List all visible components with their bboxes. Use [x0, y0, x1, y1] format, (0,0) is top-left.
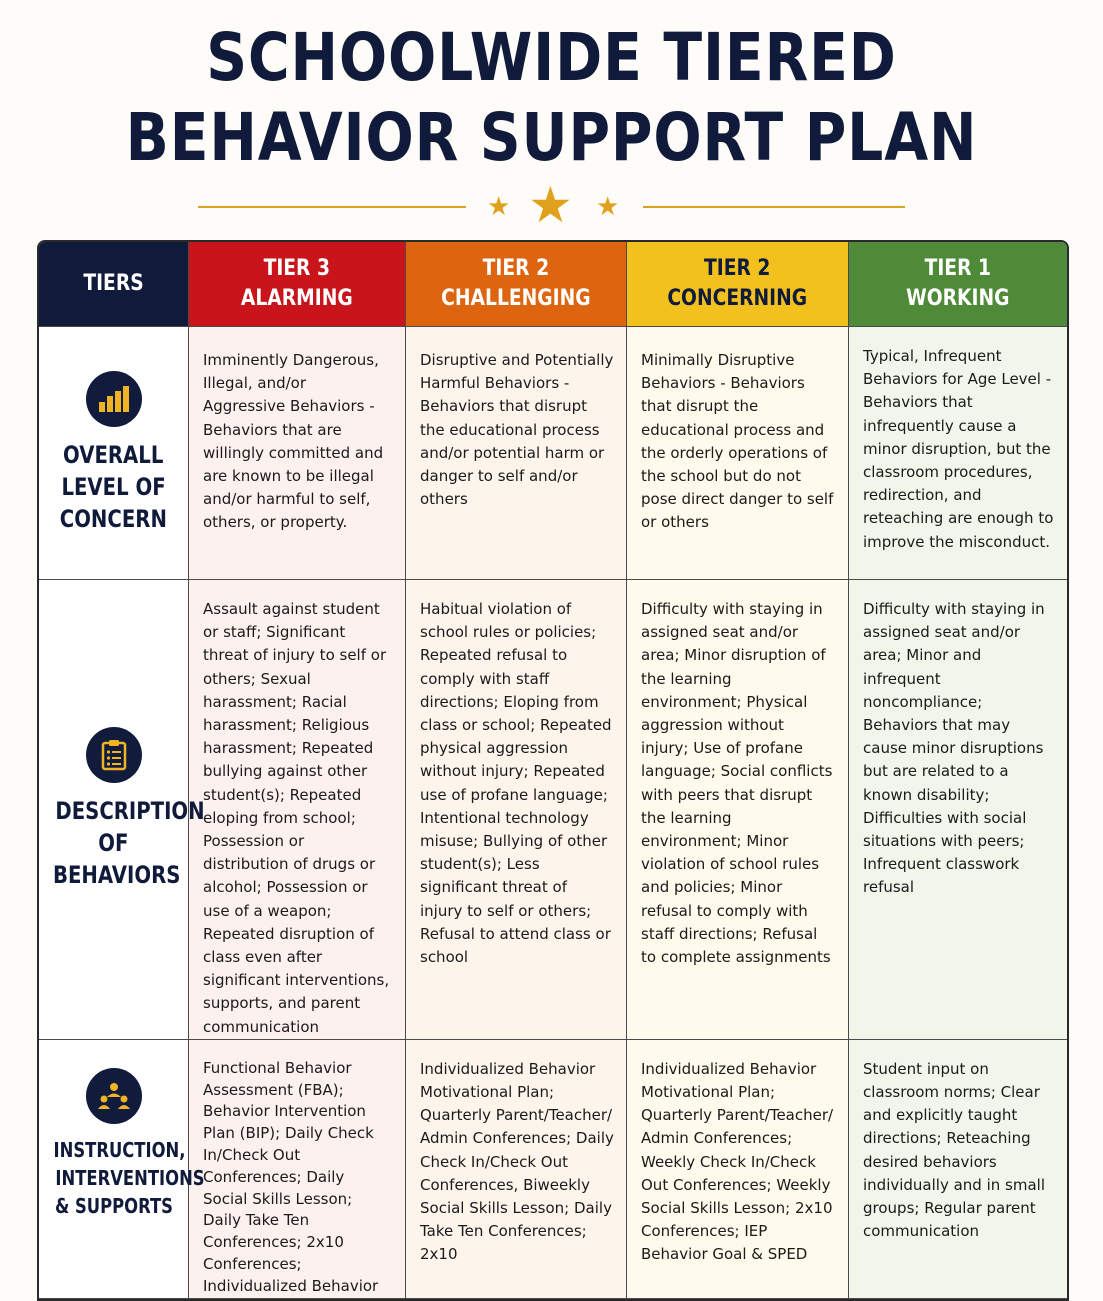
cell-tier-2-concerning-supports: Individualized Behavior Motivational Pla… — [627, 1039, 849, 1299]
cell-tier-3-behaviors: Assault against student or staff; Signif… — [189, 580, 406, 1040]
divider-right — [643, 206, 905, 208]
clipboard-icon — [85, 727, 142, 784]
header-tiers: TIERS — [39, 242, 189, 327]
table-row: OVERALL LEVEL OF CONCERN Imminently Dang… — [39, 327, 1067, 580]
star-icon: ★ — [528, 176, 573, 234]
cell-tier-1-concern: Typical, Infrequent Behaviors for Age Le… — [849, 327, 1067, 580]
table-row: DESCRIPTION OF BEHAVIORS Assault against… — [39, 580, 1067, 1040]
cell-tier-2-challenging-concern: Disruptive and Potentially Harmful Behav… — [406, 327, 627, 580]
cell-tier-3-supports: Functional Behavior Assessment (FBA); Be… — [189, 1039, 406, 1299]
page-title: SCHOOLWIDE TIERED BEHAVIOR SUPPORT PLAN — [77, 18, 1026, 178]
cell-tier-3-concern: Imminently Dangerous, Illegal, and/or Ag… — [189, 327, 406, 580]
star-icon: ★ — [596, 192, 620, 222]
title-line-2: BEHAVIOR SUPPORT PLAN — [125, 99, 978, 176]
people-support-icon — [85, 1067, 142, 1124]
star-icon: ★ — [487, 192, 511, 222]
cell-tier-2-challenging-behaviors: Habitual violation of school rules or po… — [406, 580, 627, 1040]
cell-tier-2-concerning-behaviors: Difficulty with staying in assigned seat… — [627, 580, 849, 1040]
row-label-description-of-behaviors: DESCRIPTION OF BEHAVIORS — [39, 580, 205, 1040]
cell-tier-1-supports: Student input on classroom norms; Clear … — [849, 1039, 1067, 1299]
title-line-1: SCHOOLWIDE TIERED — [206, 19, 897, 96]
cell-tier-1-behaviors: Difficulty with staying in assigned seat… — [849, 580, 1067, 1040]
cell-tier-2-concerning-concern: Minimally Disruptive Behaviors - Behavio… — [627, 327, 849, 580]
table-row: INSTRUCTION, INTERVENTIONS & SUPPORTS Fu… — [39, 1039, 1067, 1299]
row-label-instruction-interventions-supports: INSTRUCTION, INTERVENTIONS & SUPPORTS — [39, 1039, 205, 1299]
divider-left — [198, 206, 466, 208]
cell-tier-2-challenging-supports: Individualized Behavior Motivational Pla… — [406, 1039, 627, 1299]
row-label-overall-level-of-concern: OVERALL LEVEL OF CONCERN — [39, 327, 189, 580]
bar-chart-icon — [85, 371, 142, 427]
